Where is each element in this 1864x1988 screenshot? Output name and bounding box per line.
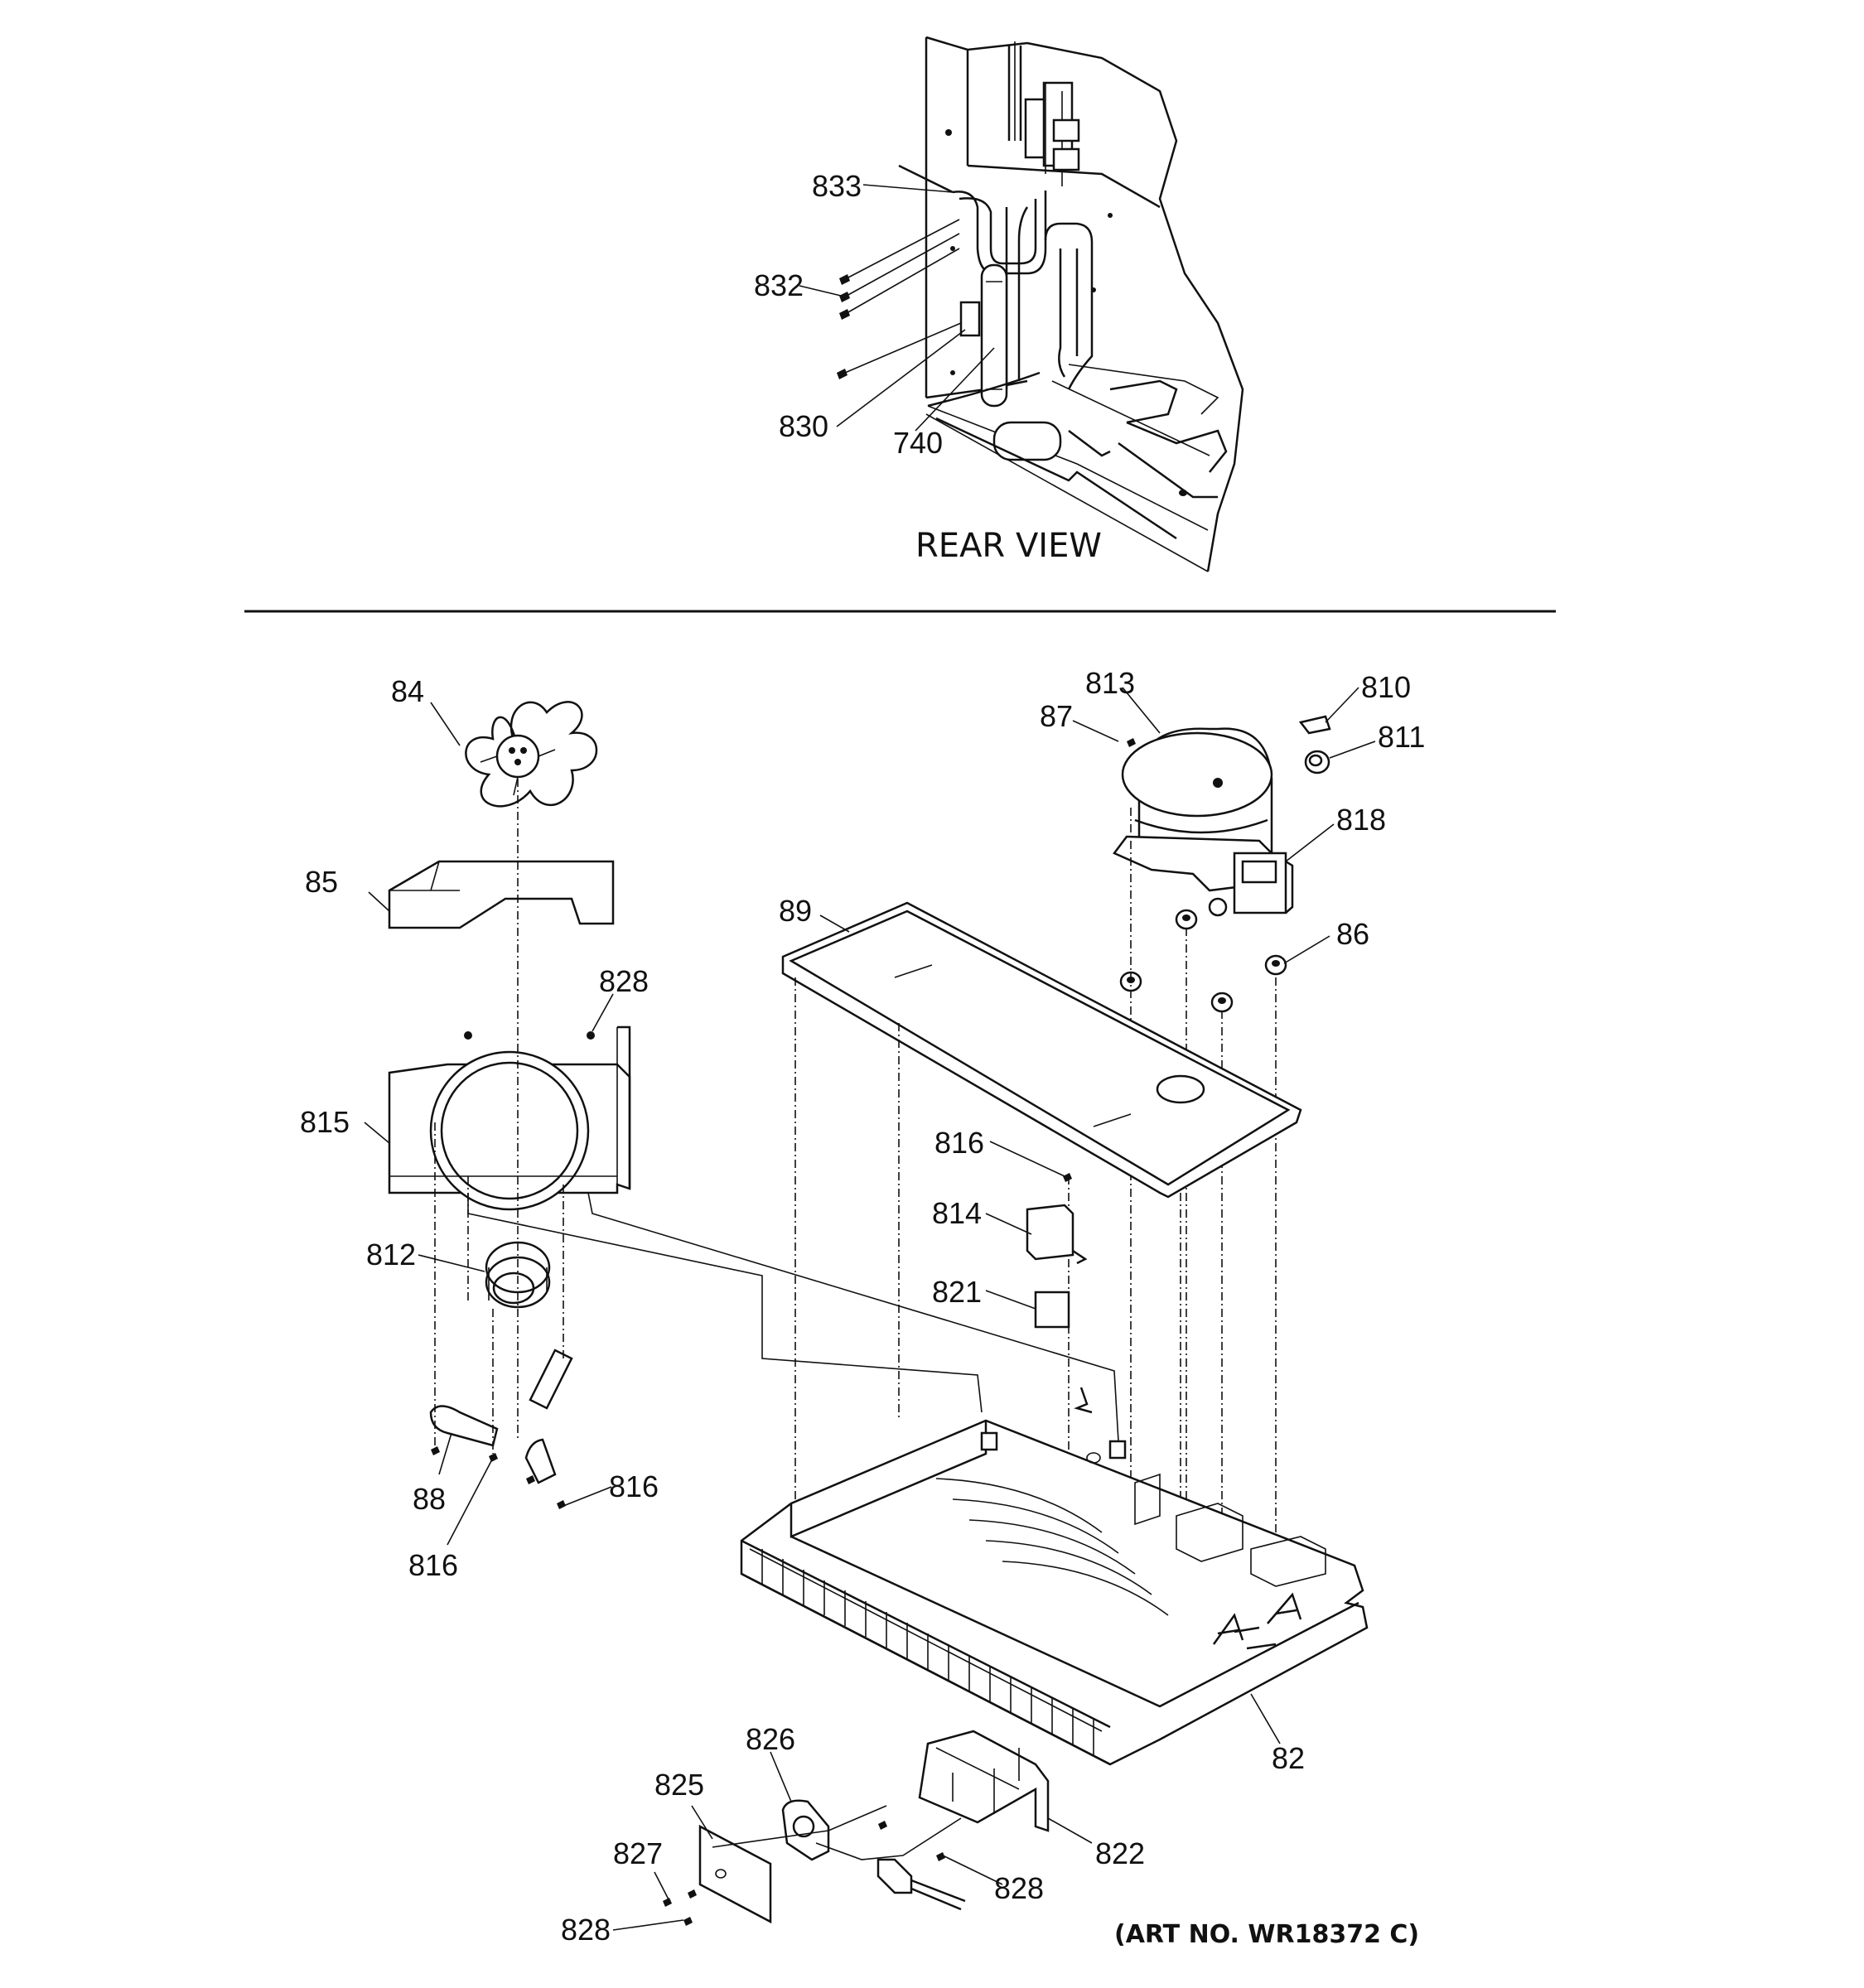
callout-830: 830 [779, 409, 828, 443]
rear-view-illustration [799, 36, 1244, 572]
callout-88: 88 [413, 1482, 446, 1516]
fan-shroud-illustration [388, 860, 615, 929]
callout-828-upper: 828 [599, 964, 649, 998]
overload-protector-illustration [1304, 750, 1330, 774]
art-number-label: (ART NO. WR18372 C) [1114, 1920, 1419, 1949]
callout-810: 810 [1361, 670, 1411, 704]
screw-828-left-icon [688, 1889, 697, 1899]
leader-lines [364, 687, 1376, 1931]
motor-mount-brackets [429, 1349, 573, 1509]
callout-87: 87 [1040, 699, 1073, 733]
callout-825: 825 [654, 1768, 704, 1802]
callout-827: 827 [613, 1836, 663, 1870]
callout-85: 85 [305, 865, 338, 899]
screw-816-icon [1063, 1173, 1072, 1182]
callout-816-mid: 816 [609, 1469, 659, 1503]
screw-828-lower-icon [683, 1917, 693, 1926]
harness-plate-illustration [698, 1805, 887, 1924]
callout-740: 740 [893, 426, 943, 460]
wire-route-2 [587, 1192, 1119, 1442]
callout-89: 89 [779, 894, 812, 928]
relay-block-illustration [1034, 1291, 1070, 1329]
drain-pan-illustration [781, 901, 1302, 1199]
rear-view-title: REAR VIEW [915, 527, 1102, 565]
capacitor-illustration [1026, 1204, 1088, 1265]
callout-821: 821 [932, 1275, 982, 1309]
callout-816-right: 816 [934, 1126, 984, 1160]
callout-832: 832 [754, 268, 804, 302]
start-relay-illustration [1233, 852, 1294, 914]
callout-84: 84 [391, 674, 424, 708]
compressor-grommets [1119, 909, 1287, 1013]
fan-motor-support-bracket [918, 1730, 1050, 1832]
callout-86: 86 [1336, 917, 1369, 951]
timer-wire-route [815, 1817, 962, 1860]
defrost-timer-illustration [781, 1799, 830, 1861]
callout-833: 833 [812, 169, 862, 203]
grommet-825-icon [715, 1869, 727, 1879]
callout-82: 82 [1272, 1741, 1305, 1775]
callout-826: 826 [746, 1722, 795, 1756]
overload-cover-illustration [1298, 715, 1331, 735]
callout-828-right: 828 [994, 1871, 1044, 1905]
callout-828-lower: 828 [561, 1913, 611, 1947]
callout-814: 814 [932, 1196, 982, 1230]
callout-812: 812 [366, 1238, 416, 1271]
callout-813: 813 [1085, 666, 1135, 700]
fan-motor-illustration [485, 1241, 551, 1309]
wire-route-1 [467, 1193, 983, 1413]
callout-811: 811 [1378, 720, 1425, 754]
screw-828-bottom-icon [936, 1852, 945, 1861]
condenser-base-illustration [740, 1419, 1369, 1766]
callout-818: 818 [1336, 803, 1386, 837]
fan-bracket-illustration [388, 1025, 631, 1211]
wiring-connector-illustration [876, 1858, 966, 1911]
wire-tie-illustration [1074, 1387, 1093, 1414]
callout-815: 815 [300, 1105, 350, 1139]
fan-blade-illustration [465, 701, 598, 808]
screw-828-right-icon [878, 1821, 887, 1830]
callout-816-left: 816 [408, 1548, 458, 1582]
screw-827-icon [663, 1898, 672, 1907]
callout-822: 822 [1095, 1836, 1145, 1870]
